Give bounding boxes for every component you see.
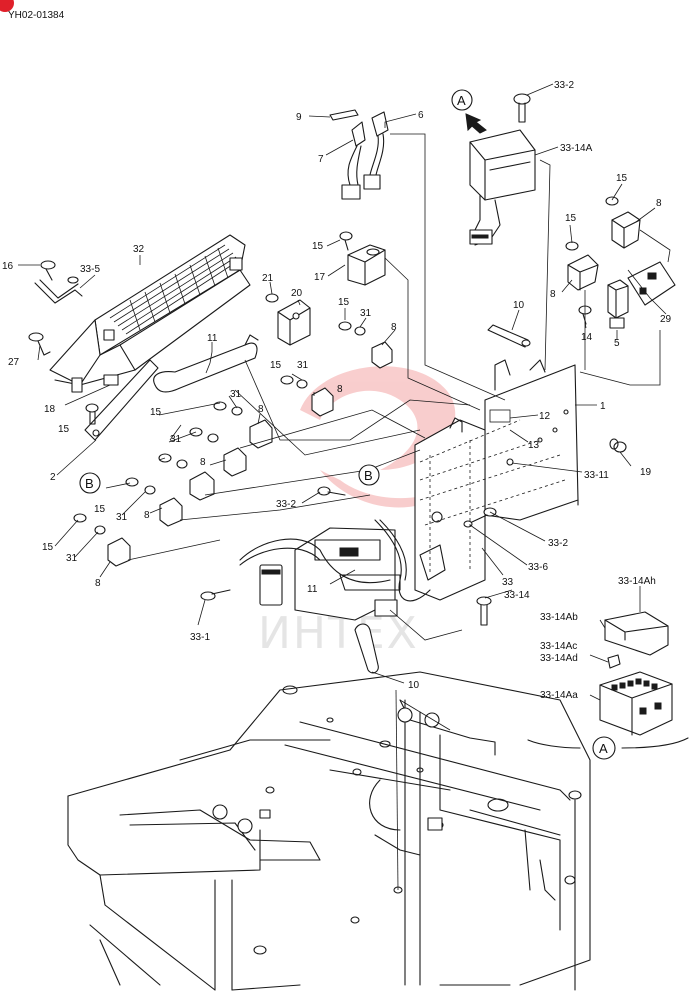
bracket-2	[84, 359, 159, 441]
terminal-row	[611, 678, 662, 715]
callout-13: 13	[528, 440, 540, 451]
callout-29: 29	[660, 314, 672, 325]
callout-14: 14	[581, 332, 593, 343]
callout-33-14Aa: 33-14Aa	[540, 690, 578, 701]
plate-33	[414, 417, 566, 601]
ref-a-top: A	[457, 93, 466, 108]
callout-17: 17	[314, 272, 326, 283]
heatsink-fins	[109, 244, 239, 335]
callout-15-c: 15	[312, 241, 324, 252]
ref-a-bottom: A	[599, 741, 608, 756]
bracket-33-5	[34, 260, 83, 304]
callout-33-2-right: 33-2	[548, 538, 568, 549]
callout-10-a: 10	[513, 300, 525, 311]
header: YH02-01384	[0, 0, 65, 21]
screw-33-2-top	[513, 93, 531, 123]
callout-33-2-mid: 33-2	[276, 499, 296, 510]
ref-b-mid: B	[364, 468, 373, 483]
callout-33-14A: 33-14A	[560, 143, 593, 154]
switches-right	[565, 196, 676, 329]
inset-a	[527, 611, 689, 749]
callout-11-b: 11	[307, 584, 318, 595]
callouts: 9 6 7 33-2 33-14A 15 8 15 8 29 14 5 16 3…	[2, 80, 672, 701]
callout-27: 27	[8, 357, 20, 368]
callout-31-d: 31	[170, 434, 182, 445]
machine-frame	[67, 671, 591, 991]
callout-8-h: 8	[95, 578, 101, 589]
callout-33-14: 33-14	[504, 590, 530, 601]
callout-15-f: 15	[150, 407, 162, 418]
misc-bolts	[200, 486, 497, 626]
callout-33-14Ah: 33-14Ah	[618, 576, 656, 587]
callout-33-2-top: 33-2	[554, 80, 574, 91]
callout-33-5: 33-5	[80, 264, 100, 275]
callout-8-g: 8	[144, 510, 150, 521]
callout-5: 5	[614, 338, 620, 349]
harness-9-6-7	[329, 109, 389, 200]
header-code: YH02-01384	[8, 10, 65, 21]
callout-18: 18	[44, 404, 56, 415]
callout-31-c: 31	[230, 389, 242, 400]
callout-33: 33	[502, 577, 514, 588]
callout-8-c: 8	[391, 322, 397, 333]
callout-10-b: 10	[408, 680, 420, 691]
callout-31-e: 31	[116, 512, 128, 523]
leader-lines	[18, 83, 671, 891]
callout-7: 7	[318, 154, 324, 165]
controller-33	[239, 519, 431, 621]
callout-15-e: 15	[270, 360, 282, 371]
callout-8-d: 8	[337, 384, 343, 395]
callout-31-b: 31	[297, 360, 309, 371]
callout-32: 32	[133, 244, 145, 255]
callout-8-a: 8	[656, 198, 662, 209]
callout-21: 21	[262, 273, 274, 284]
callout-8-f: 8	[200, 457, 206, 468]
callout-15-g: 15	[58, 424, 70, 435]
references: A B B A	[79, 89, 616, 760]
strap-11-top	[153, 334, 259, 393]
switches-center	[73, 321, 393, 567]
callout-15-b: 15	[565, 213, 577, 224]
callout-16: 16	[2, 261, 14, 272]
callout-33-14Ab: 33-14Ab	[540, 612, 578, 623]
callout-33-11: 33-11	[584, 470, 609, 481]
callout-2: 2	[50, 472, 56, 483]
callout-6: 6	[418, 110, 424, 121]
callout-8-e: 8	[258, 404, 264, 415]
ref-b-left: B	[85, 476, 94, 491]
callout-15-d: 15	[338, 297, 350, 308]
callout-1: 1	[600, 401, 606, 412]
relay-20	[265, 293, 311, 346]
callout-31-f: 31	[66, 553, 78, 564]
strap-10-bottom	[354, 623, 379, 674]
callout-11-a: 11	[207, 333, 218, 344]
callout-31-a: 31	[360, 308, 372, 319]
callout-33-14Ad: 33-14Ad	[540, 653, 578, 664]
arrow-a-icon	[465, 113, 487, 134]
callout-15-a: 15	[616, 173, 628, 184]
box-33-14A	[465, 93, 536, 246]
callout-8-b: 8	[550, 289, 556, 300]
header-badge-icon	[0, 0, 14, 12]
callout-9: 9	[296, 112, 302, 123]
pin-10	[487, 324, 531, 348]
callout-33-6: 33-6	[528, 562, 548, 573]
part-17	[339, 231, 386, 286]
frame-bolts	[212, 707, 443, 834]
grommet-19	[609, 438, 627, 453]
callout-15-h: 15	[94, 504, 106, 515]
callout-19: 19	[640, 467, 652, 478]
callout-33-14Ac: 33-14Ac	[540, 641, 577, 652]
callout-20: 20	[291, 288, 303, 299]
callout-15-i: 15	[42, 542, 54, 553]
heatsink-32	[49, 234, 251, 393]
callout-12: 12	[539, 411, 551, 422]
callout-33-1: 33-1	[190, 632, 210, 643]
